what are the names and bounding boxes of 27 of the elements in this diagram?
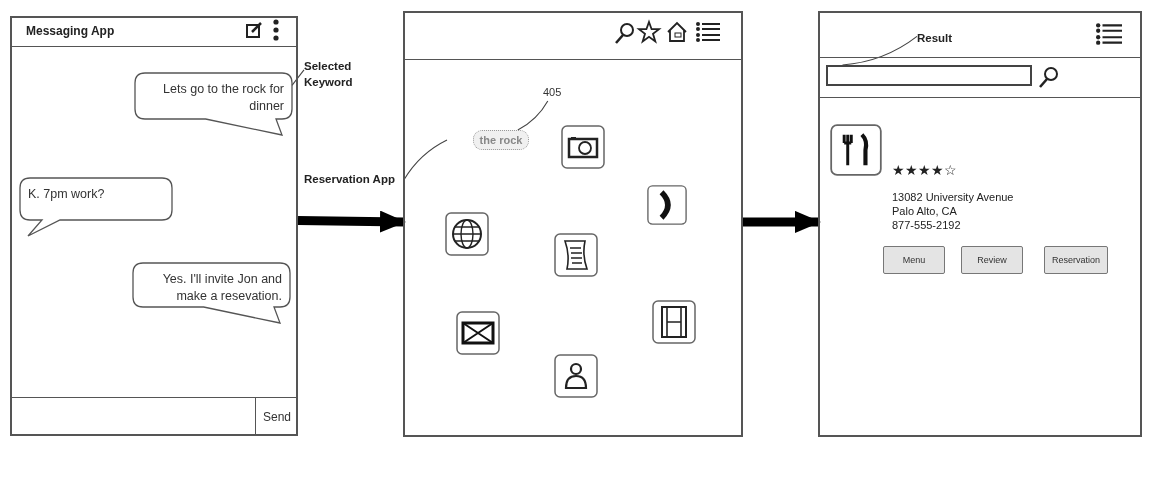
phone-number: 877-555-2192 xyxy=(892,219,961,231)
phone-screen xyxy=(819,12,1141,436)
speech-bubble: Yes. I'll invite Jon and make a resevation. xyxy=(133,263,290,323)
callout-label: Result xyxy=(917,30,959,46)
callout-label: Selected Keyword xyxy=(304,58,366,92)
leader-line xyxy=(841,35,918,66)
speech-bubble: Lets go to the rock for dinner xyxy=(135,73,292,135)
send-button: Send xyxy=(255,398,298,436)
menu-button: Menu xyxy=(883,246,945,274)
callout-label: Reservation App xyxy=(304,171,404,187)
review-button: Review xyxy=(961,246,1023,274)
address-text: Palo Alto, CA xyxy=(892,205,957,217)
search-field xyxy=(826,65,1032,86)
leader-line xyxy=(517,100,549,131)
reservation-button: Reservation xyxy=(1044,246,1108,274)
leader-line xyxy=(291,69,305,86)
phone-screen xyxy=(10,16,298,436)
speech-bubble: K. 7pm work? xyxy=(20,178,172,236)
screen-title: Messaging App xyxy=(26,24,115,38)
callout-number: 405 xyxy=(543,86,567,101)
star-rating: ★★★★☆ xyxy=(892,162,957,178)
leader-line xyxy=(403,139,448,181)
address-text: 13082 University Avenue xyxy=(892,191,1014,203)
arrow xyxy=(742,210,821,233)
phone-screen xyxy=(404,12,742,436)
keyword-chip: the rock xyxy=(473,130,529,150)
arrow xyxy=(297,210,406,233)
